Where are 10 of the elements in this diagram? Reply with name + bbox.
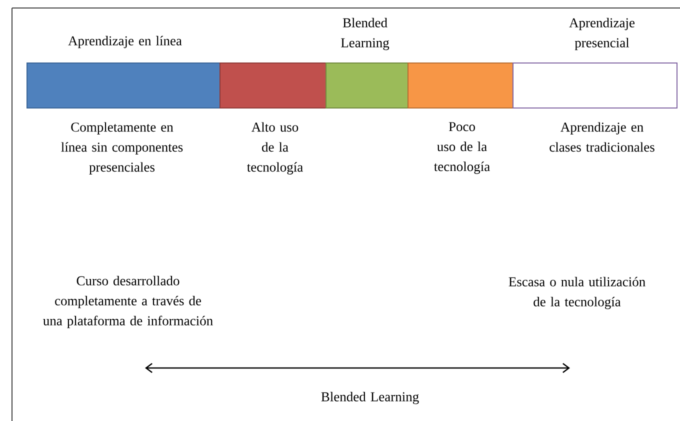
- segment-description: Poco uso de la tecnología: [434, 122, 490, 174]
- body-text: Escasa o nula utilización de la tecnología: [508, 276, 646, 310]
- segment-heading: Blended Learning: [341, 18, 390, 50]
- segment-heading: Aprendizaje presencial: [569, 18, 635, 50]
- segment-description: Alto uso de la tecnología: [247, 122, 303, 174]
- axis-label: Blended Learning: [321, 392, 419, 404]
- segment-description: Aprendizaje en clases tradicionales: [550, 122, 654, 152]
- body-text: Curso desarrollado completamente a través de una plataforma de información: [43, 276, 213, 328]
- segment-heading: Aprendizaje en línea: [68, 36, 182, 48]
- segment-description: Completamente en línea sin componentes presenciales: [61, 122, 183, 174]
